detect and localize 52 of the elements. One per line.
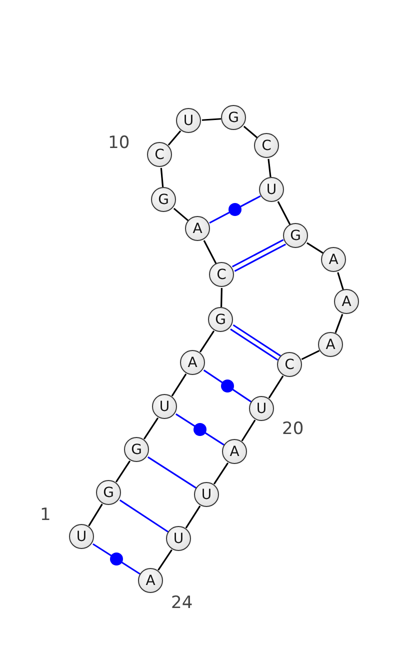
position-number: 24 [171, 595, 193, 612]
nucleotide-circle [185, 216, 210, 241]
nucleotide-circle [321, 247, 346, 272]
base-letter: C [154, 148, 164, 162]
nucleotide-circle [318, 332, 343, 357]
base-letter: U [76, 530, 87, 544]
nucleotide-circle [147, 142, 172, 167]
base-letter: A [230, 444, 240, 458]
base-letter: A [188, 356, 198, 370]
nucleotide-circle [96, 480, 121, 505]
nucleotide-circle [209, 262, 234, 287]
nucleotide-circle [221, 105, 246, 130]
base-letter: A [328, 252, 338, 266]
nucleotide-circle [124, 437, 149, 462]
nucleotide-circle [334, 289, 359, 314]
nucleotide-circle [176, 108, 201, 133]
nucleotide-circle [208, 307, 233, 332]
base-letter: U [256, 402, 267, 416]
nucleotide-circle [254, 133, 279, 158]
base-letter: G [131, 442, 142, 456]
nucleotide-circle [166, 526, 191, 551]
base-letter: U [159, 400, 170, 414]
nucleotide-circle [277, 352, 302, 377]
position-number: 10 [108, 135, 130, 152]
nucleotide-circle [194, 482, 219, 507]
base-letter: C [284, 358, 294, 372]
nucleotide-circle [69, 524, 94, 549]
position-number: 1 [40, 507, 51, 524]
base-letter: U [201, 488, 212, 502]
base-letter: A [342, 294, 352, 308]
base-letter: C [216, 268, 226, 282]
base-letter: G [228, 110, 239, 124]
nucleotide-circle [151, 187, 176, 212]
base-letter: G [290, 228, 301, 242]
base-letter: A [326, 338, 336, 352]
base-letter: U [183, 114, 194, 128]
base-letter: A [146, 574, 156, 588]
base-letter: G [103, 486, 114, 500]
base-letter: G [158, 192, 169, 206]
nucleotide-circle [259, 177, 284, 202]
base-letter: A [192, 222, 202, 236]
position-number: 20 [282, 421, 304, 438]
nucleotide-circle [152, 394, 177, 419]
nucleotide-circle [180, 350, 205, 375]
nucleotide-circle [283, 223, 308, 248]
nucleotide-circle [222, 439, 247, 464]
base-letter: U [173, 532, 184, 546]
nucleotide-circle [249, 396, 274, 421]
base-letter: C [262, 138, 272, 152]
base-letter: G [215, 312, 226, 326]
nucleotide-circle [138, 568, 163, 593]
base-letter: U [266, 182, 277, 196]
